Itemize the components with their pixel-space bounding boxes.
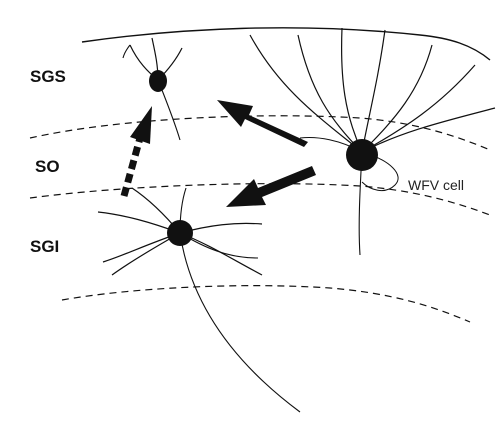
arrow-sgi-to-sgs	[120, 106, 152, 197]
layer-label-sgi: SGI	[30, 237, 59, 256]
boundary-sgi-lower	[61, 285, 471, 323]
arrow-wfv-to-sgi	[226, 166, 316, 207]
tectal-surface-line	[81, 27, 491, 61]
sgs-neuron	[122, 37, 183, 141]
sgi-soma	[167, 220, 193, 246]
boundary-so-sgi	[29, 183, 491, 216]
layer-label-sgs: SGS	[30, 67, 66, 86]
wfv-neuron	[249, 27, 496, 256]
layer-label-so: SO	[35, 157, 60, 176]
sgs-soma	[149, 70, 167, 92]
wfv-soma	[346, 139, 378, 171]
wfv-cell-label: WFV cell	[408, 177, 464, 193]
arrow-wfv-to-sgs	[217, 100, 308, 147]
sgi-neuron	[97, 187, 301, 413]
